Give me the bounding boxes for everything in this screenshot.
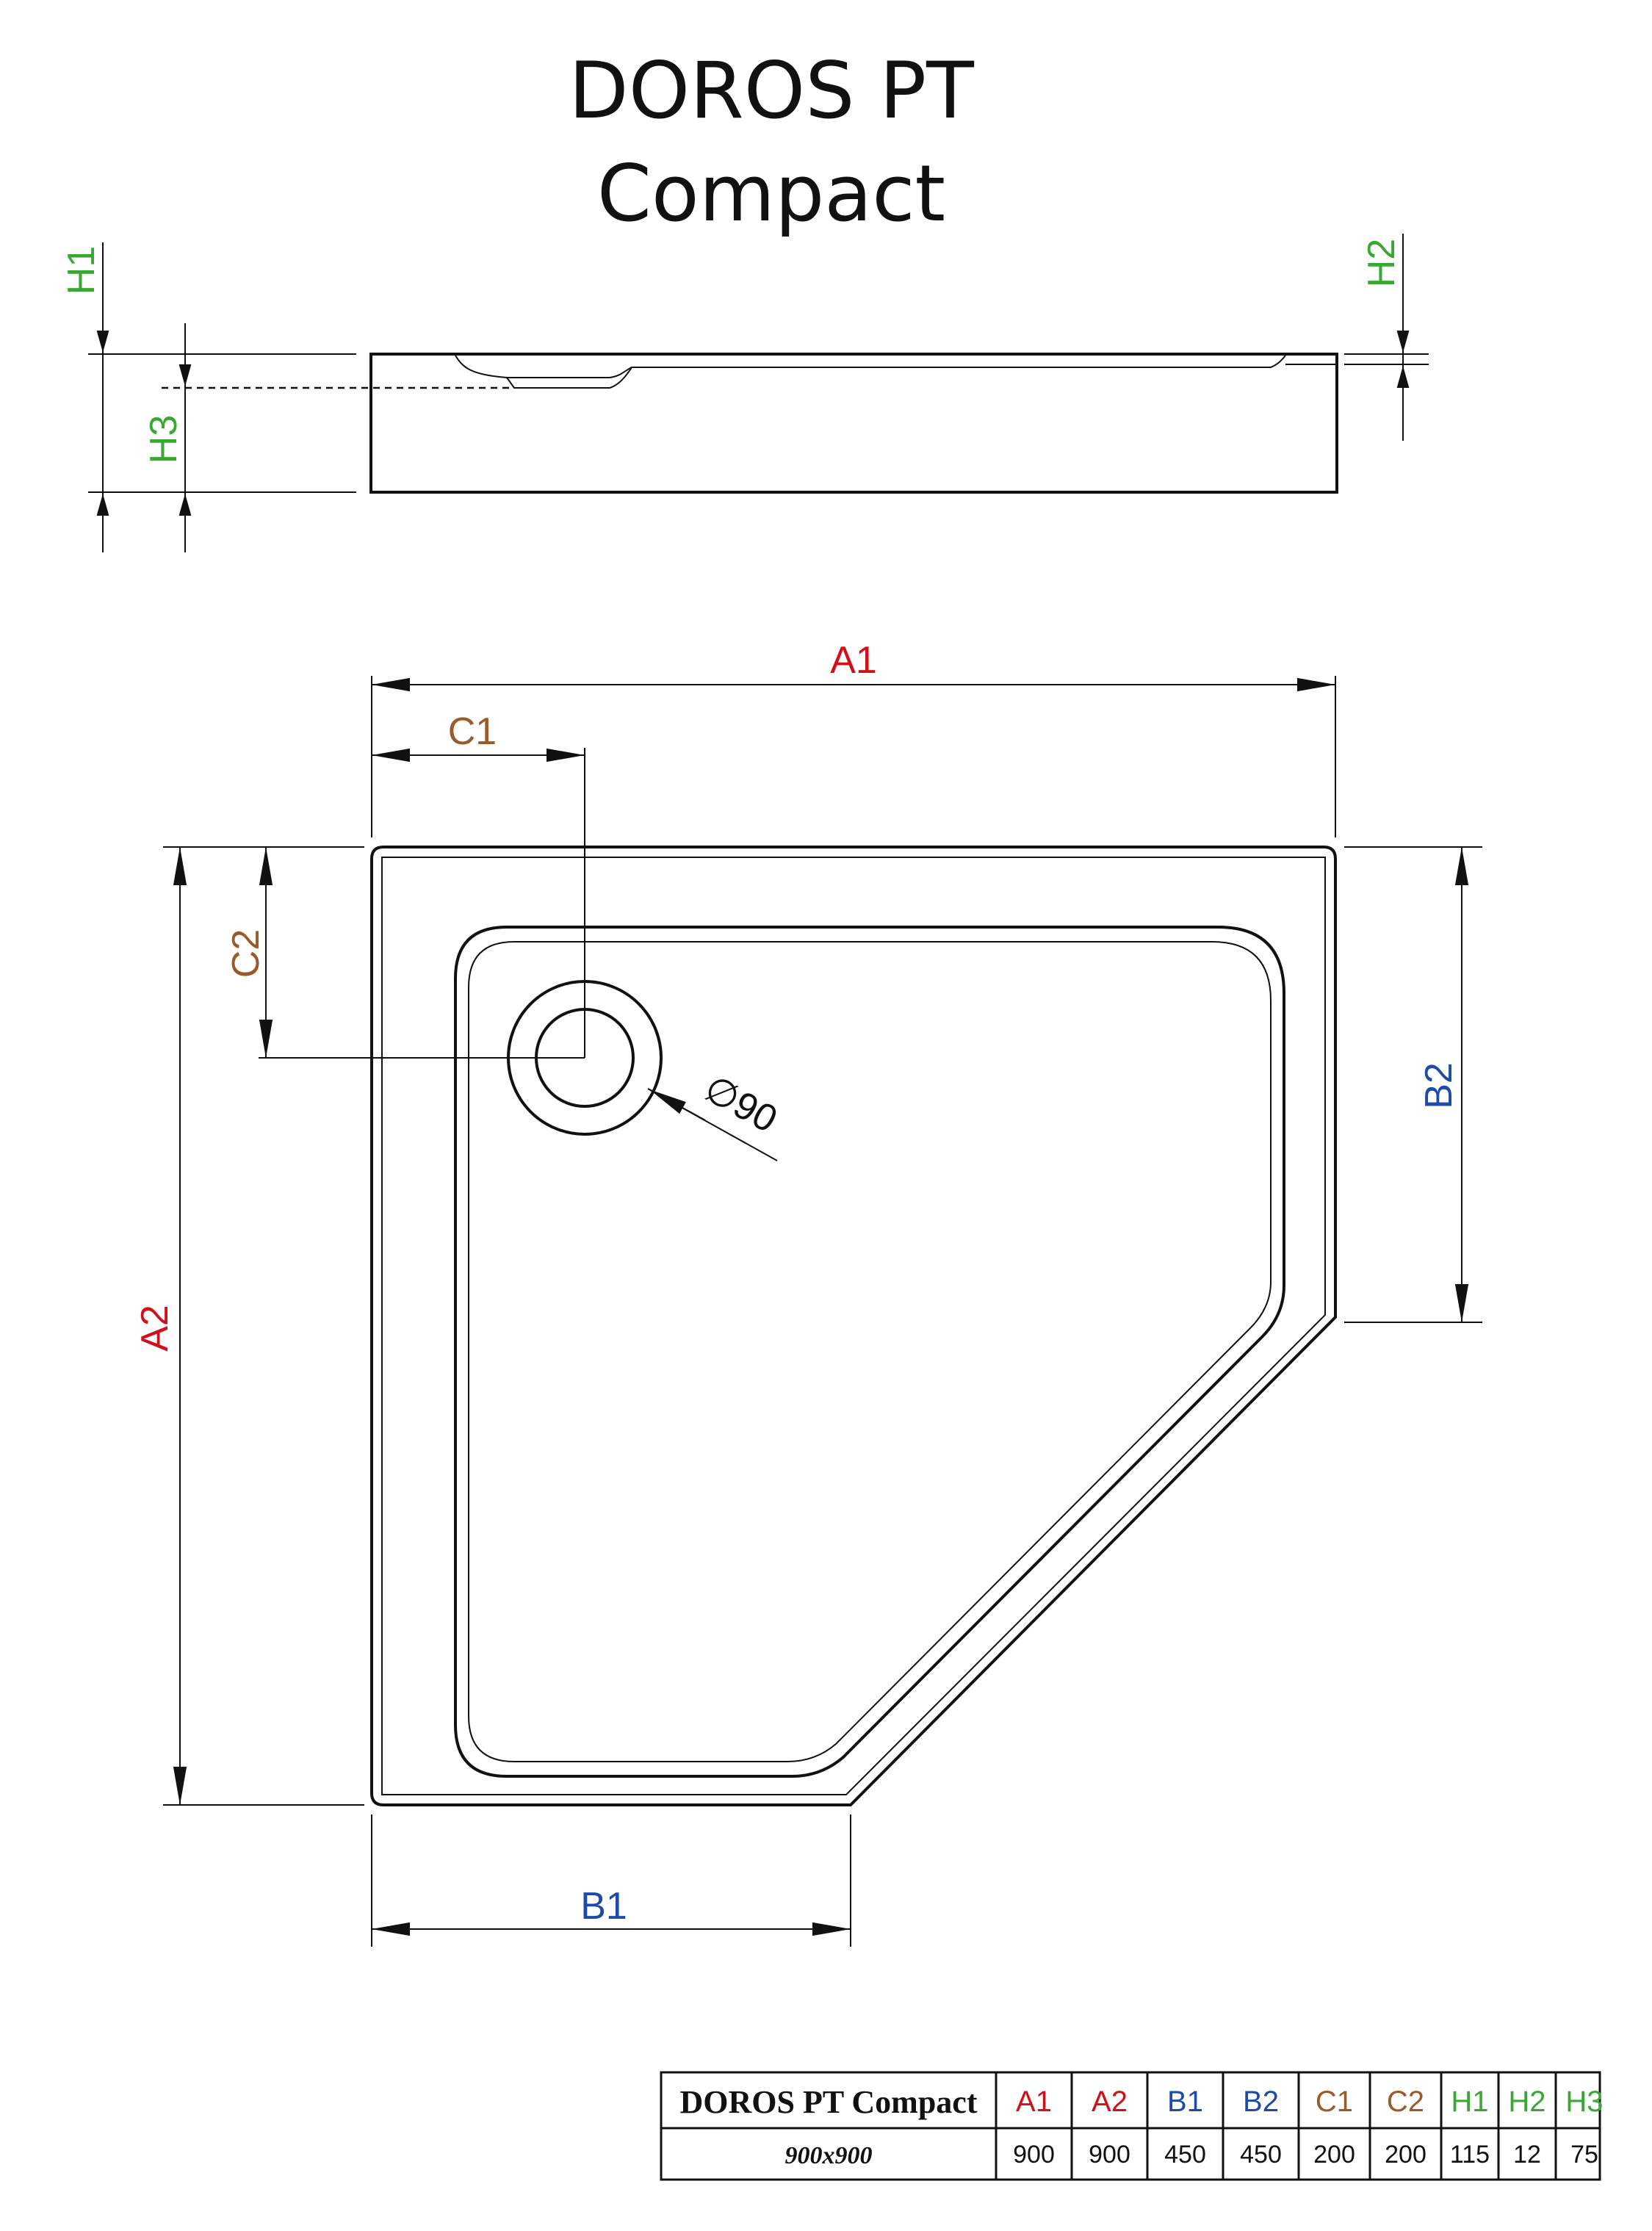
table-cell-c2: 200 (1385, 2141, 1426, 2169)
h1-label: H1 (60, 246, 103, 295)
tray-outer-outline (370, 846, 1337, 1806)
table-columns: A1 900 A2 900 B1 450 B2 450 C1 200 C2 200 H1 115 H2 12 H… (1013, 2072, 1604, 2180)
side-view: H1 H3 H2 (60, 234, 1429, 552)
table-border (660, 2071, 1601, 2181)
side-view-inner-profile (455, 355, 1286, 378)
tray-outer-rim-line (381, 857, 1326, 1795)
table-header-h3: H3 (1565, 2086, 1603, 2118)
a2-label: A2 (134, 1305, 176, 1352)
c1-label: C1 (448, 710, 497, 753)
side-view-tray-outline (369, 353, 1338, 494)
drawing-title: DOROS PT Compact (569, 46, 975, 239)
top-view: ∅90 A1 C1 A2 C2 B2 B1 (134, 639, 1482, 1947)
h2-label: H2 (1360, 239, 1403, 287)
drain-diameter-label: ∅90 (697, 1067, 784, 1142)
side-view-drain-recess (506, 367, 632, 389)
table-header-h1: H1 (1451, 2086, 1488, 2118)
table-cell-a1: 900 (1013, 2141, 1055, 2169)
table-cell-h2: 12 (1513, 2141, 1541, 2169)
c2-label: C2 (225, 929, 267, 978)
table-cell-b1: 450 (1164, 2141, 1206, 2169)
table-header-b2: B2 (1243, 2086, 1279, 2118)
table-cell-h1: 115 (1450, 2141, 1490, 2169)
table-header-b1: B1 (1167, 2086, 1203, 2118)
table-header-c2: C2 (1387, 2086, 1424, 2118)
table-header-a1: A1 (1016, 2086, 1052, 2118)
title-line-1: DOROS PT (569, 46, 975, 136)
b2-label: B2 (1418, 1062, 1460, 1109)
tray-inner-basin (454, 926, 1285, 1778)
table-header-h2: H2 (1508, 2086, 1545, 2118)
table-cell-h3: 75 (1570, 2141, 1598, 2169)
table-model-size: 900x900 (785, 2142, 873, 2169)
tray-inner-basin-edge (468, 941, 1272, 1762)
title-line-2: Compact (597, 148, 945, 239)
table-header-c1: C1 (1316, 2086, 1353, 2118)
specification-table: DOROS PT Compact 900x900 A1 900 A2 900 B1 450… (660, 2071, 1604, 2181)
table-cell-a2: 900 (1089, 2141, 1130, 2169)
table-header-a2: A2 (1092, 2086, 1128, 2118)
table-cell-c1: 200 (1313, 2141, 1355, 2169)
h3-label: H3 (143, 415, 185, 464)
a1-label: A1 (830, 639, 877, 682)
b1-label: B1 (580, 1885, 627, 1928)
table-model-name: DOROS PT Compact (680, 2084, 978, 2120)
table-cell-b2: 450 (1240, 2141, 1282, 2169)
drain-diameter-arrow (649, 1089, 706, 1121)
